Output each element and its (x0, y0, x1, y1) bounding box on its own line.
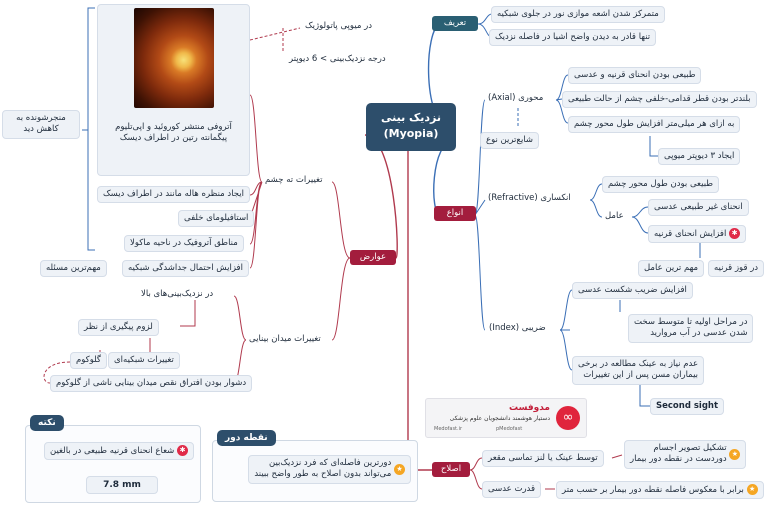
refractive-factor: انحنای غیر طبیعی عدسی (648, 199, 749, 217)
lens-power-value: ★ برابر با معکوس فاصله نقطه دور بیمار بر… (556, 481, 764, 500)
index-label[interactable]: ضریبی (Index) (489, 323, 546, 333)
lens-power-value-text: برابر با معکوس فاصله نقطه دور بیمار بر ح… (562, 485, 744, 495)
lens-power-label: قدرت عدسی (482, 481, 542, 499)
pathologic-myopia: در میوپی پاتولوژیک (305, 21, 373, 31)
visual-field-high: در نزدیک‌بینی‌های بالا (141, 289, 214, 299)
fundus-caption: آتروفی منتشر کوروئید و اپی‌تلیوم پیگمانت… (115, 122, 232, 144)
myopia-degree: درجه نزدیک‌بینی > 6 دیوپتر (289, 54, 386, 64)
central-topic[interactable]: نزدیک بینی (Myopia) (366, 103, 456, 151)
correction-lens-note-text: تشکیل تصویر اجسام دوردست در نقطه دور بیم… (630, 443, 727, 465)
note-card-title: نکته (30, 415, 64, 432)
visual-field-label[interactable]: تغییرات میدان بینایی (249, 334, 321, 344)
visual-field-difficulty: دشوار بودن افتراق نقص میدان بینایی ناشی … (50, 375, 253, 393)
star-icon: ★ (729, 448, 741, 460)
central-subtitle: (Myopia) (383, 126, 439, 140)
second-sight: Second sight (650, 398, 725, 416)
visual-field-glaucoma: گلوکوم (70, 352, 107, 370)
far-point-text-box: ★ دورترین فاصله‌ای که فرد نزدیک‌بین می‌ت… (248, 455, 411, 484)
fundus-photo (133, 8, 214, 108)
axial-note: شایع‌ترین نوع (480, 132, 540, 150)
visual-field-followup: لزوم پیگیری از نظر (78, 319, 159, 337)
fundus-item: مناطق آتروفیک در ناحیه ماکولا (124, 235, 244, 253)
axial-item: بلندتر بودن قطر قدامی-خلفی چشم از حالت ط… (562, 91, 757, 109)
fundus-item: ایجاد منظره هاله مانند در اطراف دیسک (97, 186, 251, 204)
index-item: افزایش ضریب شکست عدسی (572, 282, 693, 300)
note-card: نکته ✱ شعاع انحنای قرنیه طبیعی در بالغین… (25, 415, 201, 503)
refractive-label[interactable]: انکساری (Refractive) (488, 193, 571, 203)
branch-eslah[interactable]: اصلاح (432, 462, 470, 478)
far-point-title: نقطه دور (217, 430, 276, 447)
note-card-text: شعاع انحنای قرنیه طبیعی در بالغین (49, 446, 175, 456)
refractive-factor-cornea: ✱ افزایش انحنای قرنیه (648, 225, 747, 244)
index-item: در مراحل اولیه تا متوسط سخت شدن عدسی در … (628, 314, 754, 343)
medofast-logo: ∞ مدوفست دستیار هوشمند دانشجویان علوم پز… (425, 398, 587, 438)
star-icon: ★ (394, 463, 405, 475)
note-card-value: 7.8 mm (86, 476, 158, 495)
logo-url-1: pMedofast (496, 426, 523, 432)
far-point-text: دورترین فاصله‌ای که فرد نزدیک‌بین می‌توا… (254, 458, 392, 480)
note-card-text-box: ✱ شعاع انحنای قرنیه طبیعی در بالغین (43, 442, 194, 461)
logo-icon: ∞ (556, 406, 580, 430)
vision-loss-outcome: منجرشونده به کاهش دید (2, 110, 80, 139)
refractive-factor-label: عامل (605, 211, 624, 221)
index-item: عدم نیاز به عینک مطالعه در برخی بیماران … (572, 356, 705, 385)
tarif-item: متمرکز شدن اشعه موازی نور در جلوی شبکیه (491, 6, 665, 24)
logo-tagline: دستیار هوشمند دانشجویان علوم پزشکی (449, 415, 550, 422)
most-important-factor: مهم ترین عامل (638, 260, 705, 278)
fundus-figure: آتروفی منتشر کوروئید و اپی‌تلیوم پیگمانت… (97, 4, 250, 176)
correction-lens: توسط عینک یا لنز تماسی مقعر (482, 450, 604, 468)
logo-brand: مدوفست (509, 403, 550, 413)
branch-tarif[interactable]: تعریف (432, 16, 478, 32)
fundus-label[interactable]: تغییرات ته چشم (265, 175, 323, 185)
correction-lens-note: ★ تشکیل تصویر اجسام دوردست در نقطه دور ب… (624, 440, 747, 469)
branch-avarez[interactable]: عوارض (350, 250, 396, 266)
star-icon: ✱ (729, 228, 741, 239)
axial-item: به ازای هر میلی‌متر افزایش طول محور چشم (568, 116, 741, 134)
fundus-item: افزایش احتمال جداشدگی شبکیه (122, 260, 249, 278)
most-important-issue: مهم‌ترین مسئله (40, 260, 107, 278)
central-title: نزدیک بینی (380, 111, 442, 124)
star-icon: ★ (746, 484, 758, 495)
axial-label[interactable]: محوری (Axial) (488, 93, 544, 103)
branch-anva[interactable]: انواع (434, 206, 476, 222)
tarif-item: تنها قادر به دیدن واضح اشیا در فاصله نزد… (489, 29, 657, 47)
far-point-card: نقطه دور ★ دورترین فاصله‌ای که فرد نزدیک… (212, 430, 418, 502)
star-icon: ✱ (177, 445, 188, 456)
logo-url-2: Medofast.ir (434, 426, 463, 432)
axial-item: ایجاد ۳ دیوپتر میوپی (658, 148, 741, 166)
axial-item: طبیعی بودن انحنای قرنیه و عدسی (568, 67, 702, 85)
fundus-item: استافیلومای خلفی (178, 210, 255, 228)
keratoconus: در قوز قرنیه (708, 260, 765, 278)
refractive-factor-label-text: افزایش انحنای قرنیه (654, 229, 727, 239)
refractive-normal-axis: طبیعی بودن طول محور چشم (602, 176, 720, 194)
visual-field-retinal: تغییرات شبکیه‌ای (108, 352, 180, 370)
